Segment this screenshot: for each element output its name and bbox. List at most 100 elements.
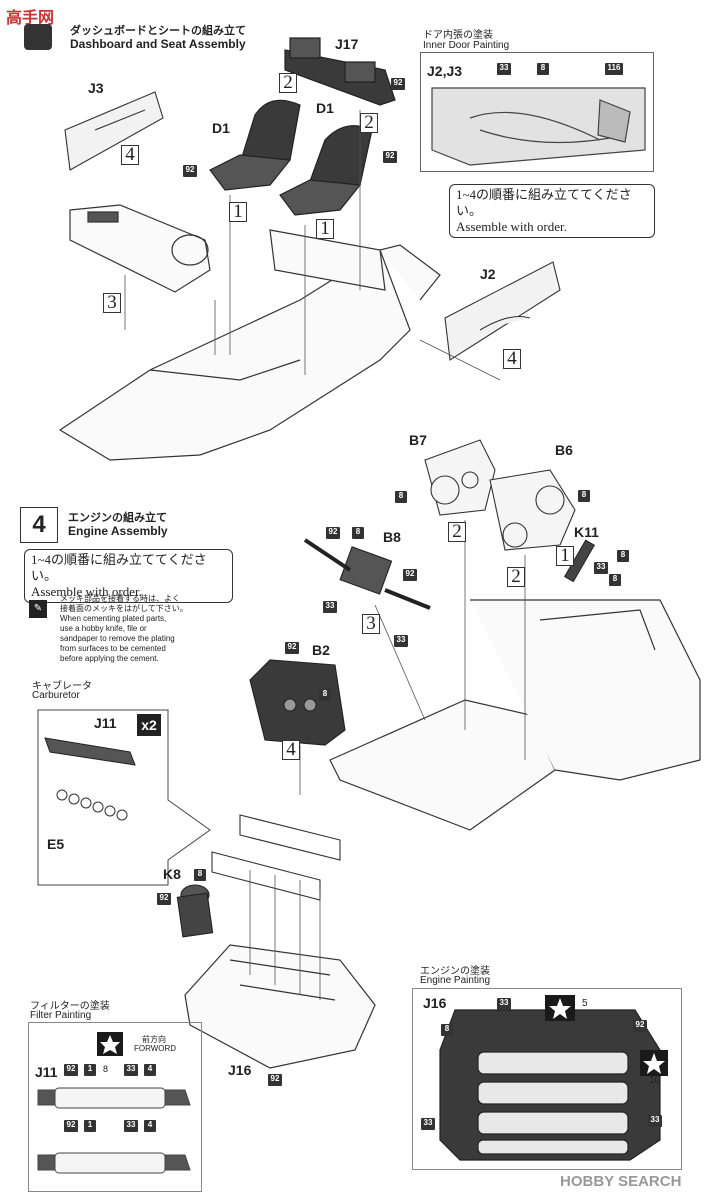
paint-code-33-b8: 33 bbox=[323, 601, 337, 613]
carburetor-e5 bbox=[56, 789, 128, 821]
paint-code-92-d1l: 92 bbox=[183, 165, 197, 177]
step-marker-3b: 3 bbox=[362, 614, 380, 634]
filter-painting-panel bbox=[28, 1022, 202, 1192]
part-b6 bbox=[489, 469, 576, 551]
order-note-engine: 1~4の順番に組み立ててください。 Assemble with order. bbox=[24, 549, 233, 603]
part-k11 bbox=[563, 539, 596, 583]
section3-title-jp: ダッシュボードとシートの組み立て bbox=[70, 25, 246, 37]
filter-title-en: Filter Painting bbox=[30, 1010, 92, 1021]
paint-code-8-k11b: 8 bbox=[609, 574, 621, 586]
carburetor-title-jp: キャブレータ bbox=[32, 681, 92, 692]
paint-code-8-k8: 8 bbox=[194, 869, 206, 881]
section3-title-en: Dashboard and Seat Assembly bbox=[70, 37, 246, 51]
paint-code-8-b8: 8 bbox=[352, 527, 364, 539]
filter-code-4: 4 bbox=[144, 1064, 156, 1076]
step-marker-3a: 3 bbox=[103, 293, 121, 313]
paint-code-92-b8b: 92 bbox=[403, 569, 417, 581]
paint-code-8-b2: 8 bbox=[319, 689, 331, 701]
dashboard bbox=[69, 204, 211, 293]
assembly-guides-carb bbox=[249, 870, 321, 1000]
inner-door-title-en: Inner Door Painting bbox=[423, 40, 510, 51]
label-k11: K11 bbox=[574, 524, 599, 540]
step-marker-2d: 2 bbox=[507, 567, 525, 587]
engine-code-5: 5 bbox=[582, 998, 588, 1009]
carb-assembly-upper bbox=[211, 814, 341, 901]
label-b8: B8 bbox=[383, 529, 401, 545]
part-b2 bbox=[249, 659, 346, 746]
label-b7: B7 bbox=[409, 432, 427, 448]
paint-code-92-j16: 92 bbox=[268, 1074, 282, 1086]
inner-door-part-label: J2,J3 bbox=[427, 63, 463, 79]
star-glyphs bbox=[100, 998, 665, 1074]
part-b7 bbox=[424, 439, 496, 516]
engine-code-10: 10 bbox=[649, 1075, 661, 1086]
hobby-search-watermark: HOBBY SEARCH bbox=[560, 1173, 682, 1190]
carburetor-part-j11: J11 bbox=[94, 715, 117, 731]
paint-code-92-k8: 92 bbox=[157, 893, 171, 905]
assembly-guides-engine bbox=[299, 520, 526, 795]
paint-code-92-b8: 92 bbox=[326, 527, 340, 539]
step-marker-2c: 2 bbox=[448, 522, 466, 542]
paint-code-92-b2: 92 bbox=[285, 642, 299, 654]
label-b6: B6 bbox=[555, 442, 573, 458]
carburetor-j11 bbox=[44, 737, 136, 766]
assembly-guides-top bbox=[124, 110, 501, 381]
paint-code-33: 33 bbox=[497, 63, 511, 75]
paint-code-92-d1r: 92 bbox=[383, 151, 397, 163]
filter-code-33-b: 33 bbox=[124, 1120, 138, 1132]
paint-code-116: 116 bbox=[605, 63, 623, 75]
step-marker-4c: 4 bbox=[282, 740, 300, 760]
paint-code-8-b6: 8 bbox=[578, 490, 590, 502]
seat-d1-right bbox=[279, 125, 373, 216]
inner-door-title-jp: ドア内張の塗装 bbox=[423, 30, 493, 41]
step3-badge bbox=[24, 24, 52, 50]
filter-code-1-b: 1 bbox=[84, 1120, 96, 1132]
filter-code-8: 8 bbox=[103, 1064, 109, 1074]
label-j2: J2 bbox=[480, 266, 496, 282]
filter-code-1: 1 bbox=[84, 1064, 96, 1076]
plating-note-en-3: sandpaper to remove the plating bbox=[60, 634, 175, 643]
plating-note-en-2: use a hobby knife, file or bbox=[60, 624, 147, 633]
engine-painting-panel bbox=[412, 988, 682, 1170]
step-marker-4a: 4 bbox=[121, 145, 139, 165]
label-d1-right: D1 bbox=[316, 100, 334, 116]
filter-part-j11: J11 bbox=[35, 1064, 58, 1080]
engine-code-8: 8 bbox=[441, 1024, 453, 1036]
filter-code-92: 92 bbox=[64, 1064, 78, 1076]
order-note-engine-en: Assemble with order. bbox=[31, 584, 142, 599]
engine-code-92: 92 bbox=[633, 1020, 647, 1032]
engine-painting-illustration bbox=[439, 1009, 661, 1161]
part-j17 bbox=[284, 37, 396, 106]
label-d1-left: D1 bbox=[212, 120, 230, 136]
engine-code-33-c: 33 bbox=[648, 1115, 662, 1127]
order-note-top-jp: 1~4の順番に組み立ててください。 bbox=[456, 187, 632, 218]
engine-code-33-b: 33 bbox=[421, 1118, 435, 1130]
order-note-top: 1~4の順番に組み立ててください。 Assemble with order. bbox=[449, 184, 655, 238]
seat-d1-left bbox=[209, 99, 301, 191]
inner-door-illustration bbox=[431, 87, 646, 166]
plating-note-jp-1: メッキ部品を接着する時は、よく bbox=[60, 594, 180, 603]
section4-badge: 4 bbox=[20, 507, 58, 543]
rear-frame bbox=[329, 599, 701, 831]
plating-note: メッキ部品を接着する時は、よく 接着面のメッキをはがして下さい。 When ce… bbox=[60, 594, 200, 664]
engine-code-33: 33 bbox=[497, 998, 511, 1010]
part-j3 bbox=[64, 91, 164, 171]
step-marker-2b: 2 bbox=[360, 113, 378, 133]
paint-code-33-b8b: 33 bbox=[394, 635, 408, 647]
engine-painting-title-en: Engine Painting bbox=[420, 975, 491, 986]
section4-title-en: Engine Assembly bbox=[68, 524, 168, 538]
label-j17: J17 bbox=[335, 36, 359, 52]
label-j3: J3 bbox=[88, 80, 104, 96]
paint-code-8-b7: 8 bbox=[395, 491, 407, 503]
engine-painting-title-jp: エンジンの塗装 bbox=[420, 966, 490, 977]
label-b2: B2 bbox=[312, 642, 330, 658]
paint-code-8-k11: 8 bbox=[617, 550, 629, 562]
step-marker-1c: 1 bbox=[556, 546, 574, 566]
plating-warning-icon: ✎ bbox=[29, 600, 47, 618]
filter-title-jp: フィルターの塗装 bbox=[30, 1001, 110, 1012]
plating-note-en-1: When cementing plated parts, bbox=[60, 614, 167, 623]
carburetor-title-en: Carburetor bbox=[32, 690, 80, 701]
filter-code-92-b: 92 bbox=[64, 1120, 78, 1132]
part-j2 bbox=[444, 261, 561, 361]
carburetor-multiplier: x2 bbox=[137, 714, 161, 736]
